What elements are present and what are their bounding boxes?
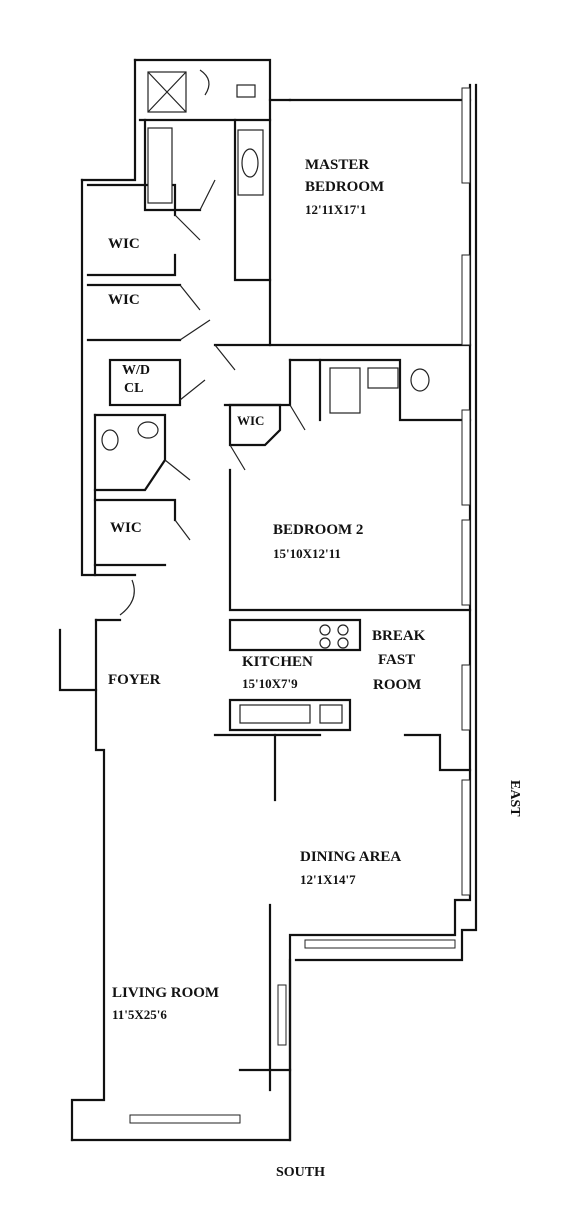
exterior-walls [58,58,478,1142]
interior-walls [86,98,472,1142]
wic-label-2: WIC [108,292,140,308]
master-bedroom-label-1: MASTER [305,157,370,173]
windows [129,87,471,1124]
compass-east-label: EAST [507,780,522,817]
wd-closet-label-2: CL [124,381,144,396]
breakfast-room-label-1: BREAK [372,628,426,644]
wic-label-3: WIC [237,413,265,428]
bedroom-2-dims: 15'10X12'11 [273,546,341,561]
living-room-label: LIVING ROOM [112,985,220,1001]
doors [164,69,306,541]
living-room-dims: 11'5X25'6 [112,1007,167,1022]
breakfast-room-label-3: ROOM [373,677,422,693]
kitchen-dims: 15'10X7'9 [242,676,298,691]
foyer-label: FOYER [108,672,161,688]
kitchen-label: KITCHEN [242,654,313,670]
wic-label-1: WIC [108,236,140,252]
master-bedroom-dims: 12'11X17'1 [305,202,367,217]
breakfast-room-label-2: FAST [378,652,416,668]
bedroom-2-label: BEDROOM 2 [273,522,364,538]
wic-label-4: WIC [110,520,142,536]
dining-area-label: DINING AREA [300,849,402,865]
compass-south-label: SOUTH [276,1165,326,1180]
master-bedroom-label-2: BEDROOM [305,179,385,195]
dining-area-dims: 12'1X14'7 [300,872,356,887]
fixtures [101,71,430,724]
wd-closet-label-1: W/D [122,363,150,378]
